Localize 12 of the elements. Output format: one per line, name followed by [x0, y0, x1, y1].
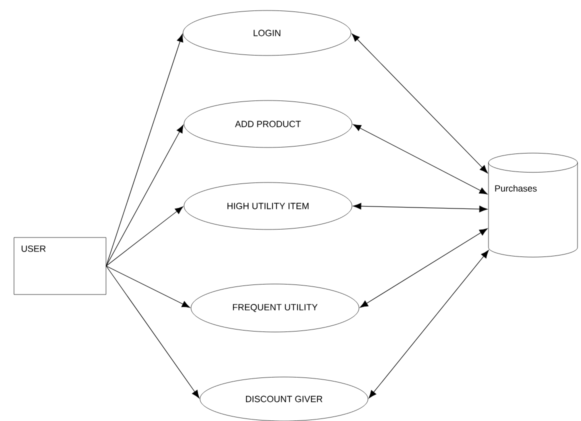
arrow	[352, 34, 488, 174]
arrow	[106, 266, 200, 398]
arrow	[106, 34, 184, 266]
arrow	[368, 250, 489, 398]
arrow	[106, 206, 184, 266]
actor-box: USER	[14, 237, 106, 295]
arrow	[360, 228, 488, 308]
arrow	[352, 124, 488, 194]
arrow	[106, 266, 190, 308]
arrow	[353, 202, 488, 212]
database-cylinder: Purchases	[488, 152, 578, 258]
arrow	[106, 124, 184, 266]
